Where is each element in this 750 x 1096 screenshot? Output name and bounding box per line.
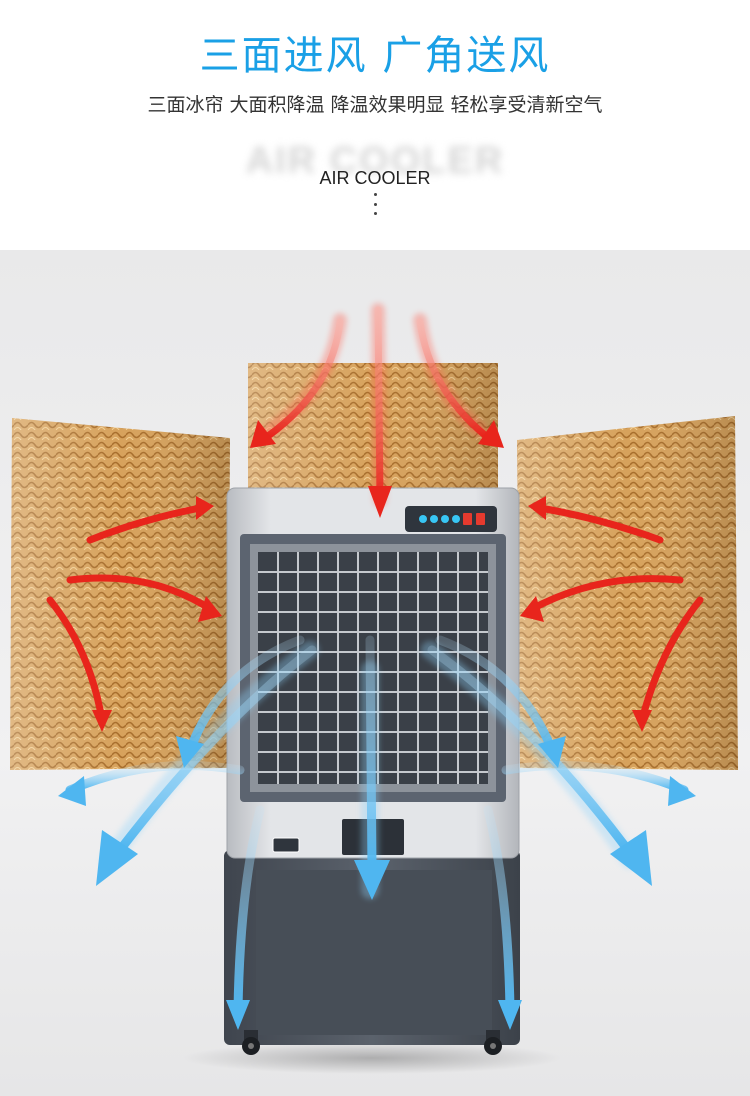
warm-arrow-left-2-icon — [66, 574, 216, 614]
control-button-1-icon — [419, 515, 427, 523]
water-gauge — [272, 837, 300, 853]
control-panel — [405, 506, 497, 532]
rocker-switch-1-icon — [463, 513, 472, 525]
floor-shadow — [182, 1042, 562, 1074]
cool-air-arrows — [58, 635, 696, 1030]
caster-wheel-right-icon — [484, 1030, 502, 1055]
cool-arrow-upper-right-icon — [435, 635, 557, 755]
warm-air-arrows — [46, 303, 704, 732]
cooling-pad-right — [517, 416, 738, 770]
warm-arrow-right-3-icon — [638, 596, 704, 724]
cool-arrow-down-right-icon — [483, 805, 515, 1015]
cool-arrow-side-right-icon — [501, 761, 689, 795]
vertical-dots-divider — [373, 193, 377, 215]
page-subtitle: 三面冰帘 大面积降温 降温效果明显 轻松享受清新空气 — [147, 94, 603, 116]
warm-arrow-right-2-icon — [526, 575, 684, 614]
warm-arrow-top-center-icon — [374, 306, 384, 504]
product-scene — [0, 250, 750, 1096]
cool-arrow-lower-right-icon — [427, 645, 633, 855]
warm-arrow-right-1-icon — [536, 504, 664, 544]
cooling-pad-left — [10, 418, 230, 770]
control-button-2-icon — [430, 515, 438, 523]
warm-arrow-top-right-icon — [416, 318, 490, 440]
cool-arrow-down-left-icon — [233, 805, 265, 1015]
warm-arrow-left-3-icon — [46, 596, 106, 724]
warm-arrow-top-left-icon — [264, 318, 344, 440]
cool-arrow-lower-left-icon — [115, 645, 317, 855]
caster-wheel-left-icon — [242, 1030, 260, 1055]
control-button-3-icon — [441, 515, 449, 523]
page-title: 三面进风 广角送风 — [199, 33, 551, 79]
cool-arrow-center-icon — [365, 635, 377, 875]
blurred-watermark-text: AIR COOLER — [245, 140, 505, 182]
cool-arrow-side-left-icon — [65, 761, 245, 795]
header-section: 三面进风 广角送风 三面冰帘 大面积降温 降温效果明显 轻松享受清新空气 AIR… — [0, 0, 750, 250]
cool-arrow-upper-left-icon — [185, 635, 305, 755]
product-illustration — [0, 250, 750, 1096]
control-button-4-icon — [452, 515, 460, 523]
brand-caption: AIR COOLER — [319, 168, 431, 188]
warm-arrow-left-1-icon — [86, 504, 204, 544]
rocker-switch-2-icon — [476, 513, 485, 525]
